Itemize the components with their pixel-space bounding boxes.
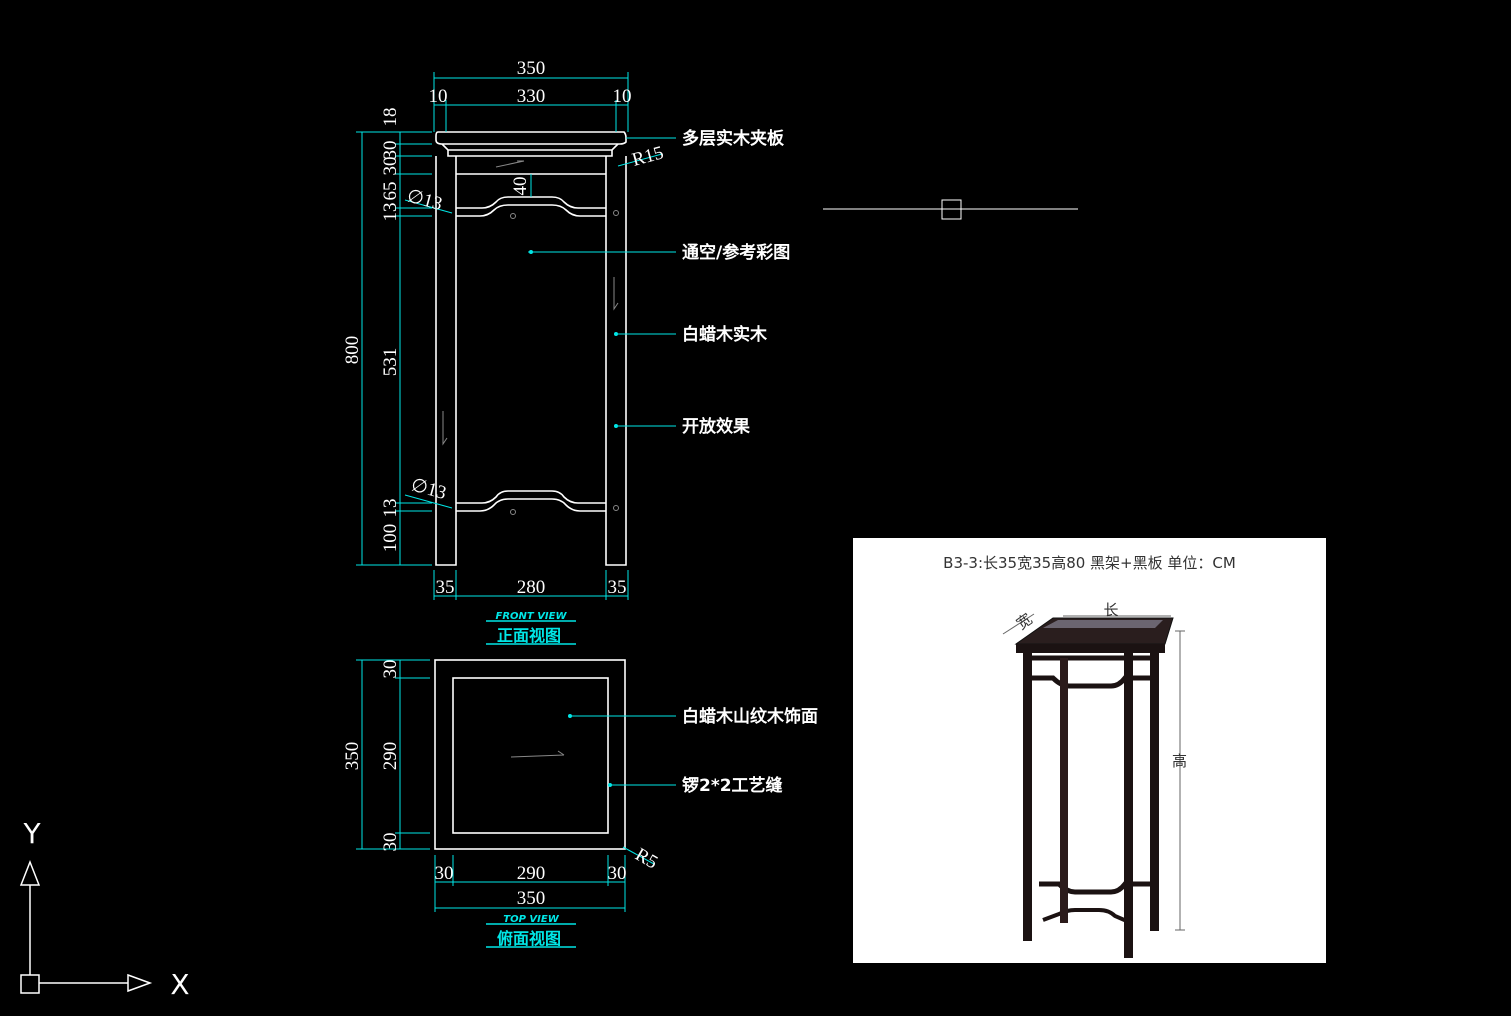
dim-leg-right: 35: [608, 577, 627, 598]
callout-groove: 锣2*2工艺缝: [682, 775, 783, 796]
front-view: 350 10 330 10 18 30 30 65 13 800 531 13 …: [342, 58, 790, 645]
front-view-title: 正面视图: [497, 626, 561, 645]
top-dim-mid-290: 290: [517, 863, 546, 884]
dim-bottom-100: 100: [380, 524, 401, 553]
top-view-title: 俯面视图: [497, 929, 561, 948]
callout-ash-veneer: 白蜡木山纹木饰面: [682, 706, 818, 727]
dim-stretcher-65: 65: [380, 182, 401, 201]
front-view-details: [442, 160, 619, 515]
top-dim-right-30: 30: [608, 863, 627, 884]
top-view-subtitle: TOP VIEW: [503, 914, 559, 925]
dim-height-total: 800: [342, 336, 363, 365]
top-dim-v-top-30: 30: [380, 660, 401, 679]
top-view-dimension-lines: [356, 659, 676, 912]
dim-bottom-13: 13: [380, 499, 401, 518]
photo-label-height: 高: [1172, 752, 1187, 770]
ucs-icon: [19, 859, 153, 994]
top-view-outline: [434, 659, 626, 850]
plant-stand-illustration: [1002, 613, 1185, 958]
callout-ash-solid: 白蜡木实木: [682, 324, 768, 345]
top-dim-v-overall-350: 350: [342, 742, 363, 771]
top-dim-overall-350: 350: [517, 888, 546, 909]
dim-stretcher-13: 13: [380, 203, 401, 222]
dim-leg-gap: 280: [517, 577, 546, 598]
photo-label-length: 长: [1103, 601, 1118, 619]
dim-top-thickness: 18: [380, 108, 401, 127]
callout-open-effect: 开放效果: [682, 416, 750, 437]
top-dim-v-mid-290: 290: [380, 742, 401, 771]
dim-stretcher-drop: 40: [510, 177, 531, 196]
front-view-outline: [435, 131, 627, 566]
callout-plywood: 多层实木夹板: [682, 128, 785, 149]
ucs-x-label: X: [170, 968, 189, 1001]
dim-leg-span: 531: [380, 348, 401, 377]
dim-inner-width: 330: [517, 86, 546, 107]
photo-dimension-labels: 长 宽 高: [1013, 601, 1187, 770]
reference-photo[interactable]: B3-3:长35宽35高80 黑架+黑板 单位：CM 长 宽 高: [853, 538, 1326, 963]
top-dim-v-bot-30: 30: [380, 833, 401, 852]
front-view-dimension-lines: [356, 72, 676, 600]
dim-apron-30a: 30: [380, 141, 401, 160]
top-view-grain-mark: [510, 750, 565, 758]
top-dim-left-30: 30: [435, 863, 454, 884]
ucs-y-label: Y: [22, 817, 41, 850]
photo-label-width: 宽: [1013, 610, 1036, 633]
front-view-subtitle: FRONT VIEW: [495, 611, 567, 622]
callout-open-reference: 通空/参考彩图: [682, 242, 790, 263]
dim-leg-left: 35: [436, 577, 455, 598]
cursor-crosshair: [823, 199, 1078, 220]
dim-overall-width: 350: [517, 58, 546, 79]
photo-caption: B3-3:长35宽35高80 黑架+黑板 单位：CM: [943, 554, 1236, 572]
dim-left-inset: 10: [429, 86, 448, 107]
front-view-dimension-ticks: [529, 250, 618, 428]
dim-right-inset: 10: [613, 86, 632, 107]
dim-apron-30b: 30: [380, 157, 401, 176]
top-view: 30 290 30 350 30 290 30 350 R5 白蜡木山纹木饰面 …: [342, 659, 818, 948]
